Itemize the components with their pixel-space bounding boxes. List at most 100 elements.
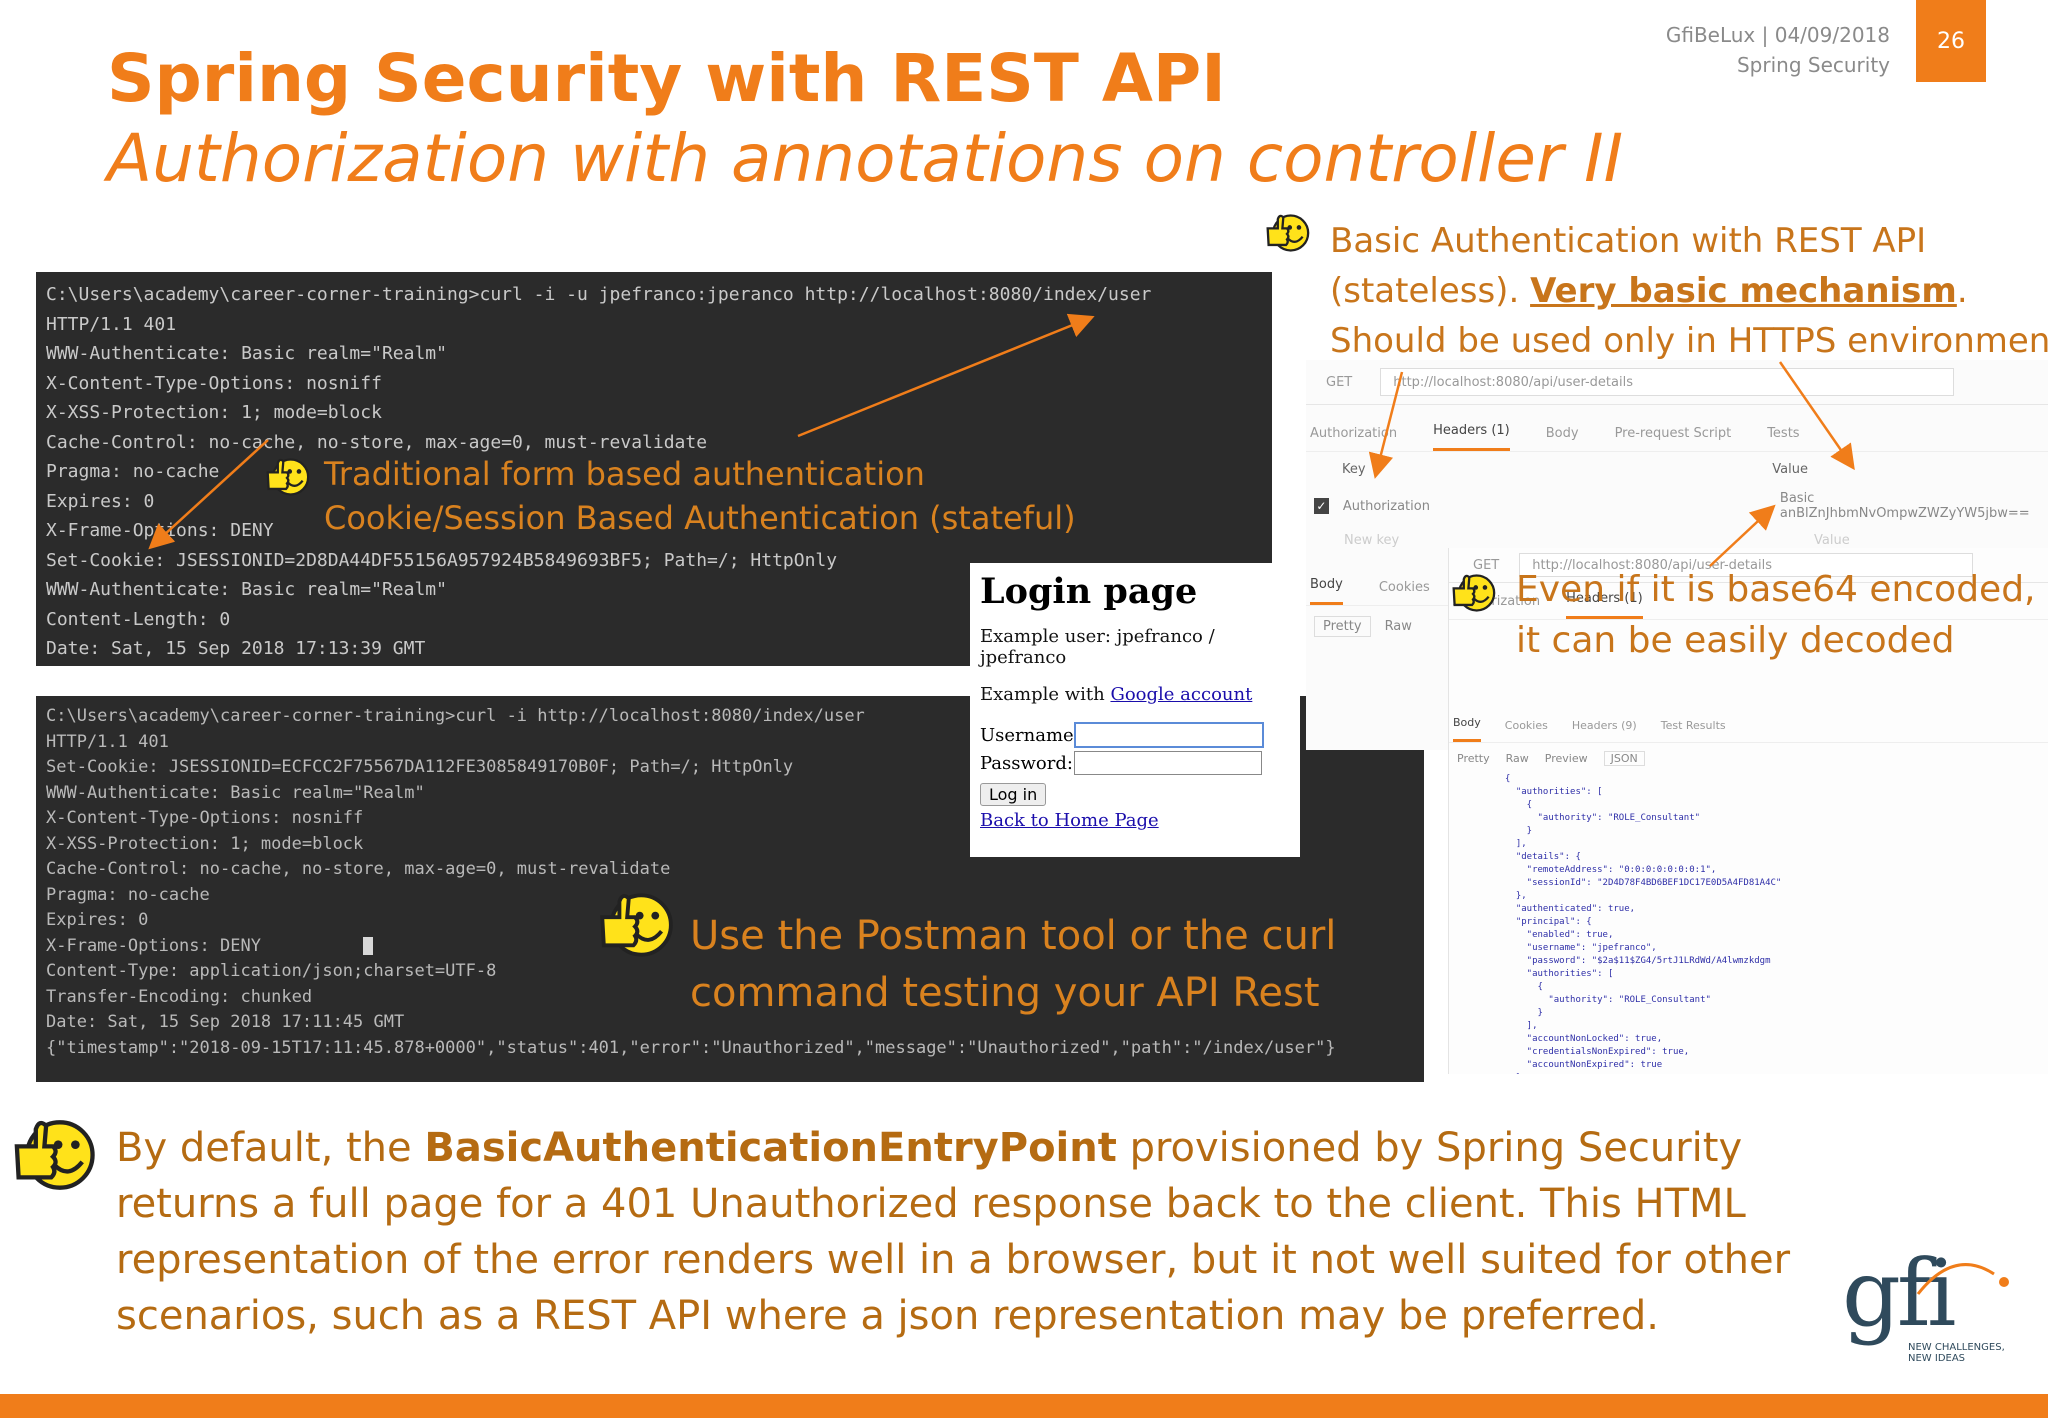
logo-mark: gfi (1842, 1240, 1956, 1347)
terminal-basic-auth: C:\Users\academy\career-corner-training>… (36, 272, 1272, 666)
tab-body[interactable]: Body (1545, 426, 1579, 441)
request-url-input[interactable]: http://localhost:8080/api/user-details (1380, 368, 1955, 396)
arrow-to-base64 (1709, 504, 1776, 567)
thumbs-up-smiley-icon (1266, 214, 1310, 252)
password-row: Password: (980, 749, 1290, 777)
json-line: "accountNonLocked": true, (1505, 1034, 1663, 1044)
response-json-body: { "authorities": [ { "authority": "ROLE_… (1449, 773, 2048, 1074)
note-emphasis: Very basic mechanism (1530, 271, 1957, 311)
terminal-line: Set-Cookie: JSESSIONID=ECFCC2F75567DA112… (46, 757, 794, 777)
log-in-button[interactable]: Log in (980, 783, 1047, 806)
terminal-text: X-Frame-Options: DENY (46, 935, 261, 956)
terminal-line: Expires: 0 (46, 490, 155, 512)
tab-headers[interactable]: Headers (1) (1566, 591, 1643, 619)
json-line: } (1505, 1008, 1543, 1018)
json-line: }, (1505, 1072, 2048, 1074)
username-label: Username: (980, 724, 1080, 746)
response-tab-body[interactable]: Body (1453, 716, 1481, 742)
back-to-home-link[interactable]: Back to Home Page (980, 810, 1159, 831)
bottom-text: By default, the (116, 1125, 425, 1171)
json-line: "authority": "ROLE_Consultant" (1505, 995, 1711, 1005)
view-pretty-button[interactable]: Pretty (1457, 751, 1490, 765)
json-line: { (1505, 774, 1511, 784)
note-text: (stateless). (1330, 271, 1531, 311)
terminal-line: X-XSS-Protection: 1; mode=block (46, 833, 364, 854)
http-method-select[interactable]: GET (1326, 374, 1353, 390)
footer-bar (0, 1394, 2048, 1418)
slide-subtitle: Authorization with annotations on contro… (107, 120, 1624, 197)
terminal-line: HTTP/1.1 401 (46, 313, 177, 335)
json-line: "principal": { (1505, 917, 1592, 927)
logo-tagline: NEW CHALLENGES, NEW IDEAS (1908, 1342, 2005, 1364)
tab-authorization[interactable]: Authorization (1310, 426, 1398, 441)
terminal-line: Set-Cookie: JSESSIONID=2D8DA44DF55156A95… (46, 549, 838, 571)
thumbs-up-smiley-icon (14, 1120, 95, 1190)
note-line: Should be used only in HTTPS environmen (1330, 321, 2048, 361)
response-tab-test-results[interactable]: Test Results (1660, 719, 1726, 732)
json-line: "authenticated": true, (1505, 904, 1636, 914)
thumbs-up-smiley-icon (266, 458, 310, 496)
note-line: Basic Authentication with REST API (1330, 221, 1927, 261)
tab-headers[interactable]: Headers (1) (1433, 423, 1510, 451)
response-tab-body[interactable]: Body (1310, 577, 1343, 605)
json-line: ], (1505, 1021, 1538, 1031)
meta-topic: Spring Security (1736, 53, 1890, 77)
note-basic-auth: Basic Authentication with REST API (stat… (1330, 216, 2048, 366)
note-line: Traditional form based authentication (324, 455, 925, 493)
password-label: Password: (980, 752, 1073, 774)
request-url-text: http://localhost:8080/api/user-details (1393, 374, 1633, 390)
response-tab-headers[interactable]: Headers (9) (1571, 719, 1637, 732)
request-url-input[interactable]: http://localhost:8080/api/user-details (1519, 553, 1974, 577)
tab-tests[interactable]: Tests (1767, 426, 1800, 441)
format-select[interactable]: JSON (1603, 750, 1645, 766)
terminal-line: Expires: 0 (46, 910, 149, 930)
json-line: ], (1505, 839, 1527, 849)
terminal-line: Pragma: no-cache (46, 461, 220, 482)
terminal-line: C:\Users\academy\career-corner-training>… (46, 284, 1152, 305)
password-input[interactable] (1074, 751, 1262, 775)
arrow-to-auth-key (1368, 371, 1404, 479)
terminal-line: X-XSS-Protection: 1; mode=block (46, 402, 382, 423)
arrow-to-auth-value (1778, 361, 1855, 471)
login-example-text: Example with (980, 684, 1111, 705)
tab-pre-request-script[interactable]: Pre-request Script (1614, 426, 1732, 441)
page-number: 26 (1916, 0, 1986, 82)
view-raw-button[interactable]: Raw (1505, 751, 1529, 765)
terminal-line: WWW-Authenticate: Basic realm="Realm" (46, 782, 425, 803)
terminal-line: Transfer-Encoding: chunked (46, 986, 313, 1007)
new-key-placeholder[interactable]: New key (1344, 532, 1400, 548)
terminal-line: C:\Users\academy\career-corner-training>… (46, 706, 865, 726)
response-tab-cookies[interactable]: Cookies (1504, 719, 1548, 732)
header-key[interactable]: Authorization (1342, 498, 1430, 514)
note-postman: Use the Postman tool or the curl command… (690, 908, 1336, 1022)
header-enabled-checkbox[interactable]: ✓ (1314, 498, 1329, 514)
view-preview-button[interactable]: Preview (1544, 751, 1588, 765)
http-method-select[interactable]: GET (1473, 557, 1500, 573)
login-heading: Login page (980, 571, 1198, 612)
terminal-line: Cache-Control: no-cache, no-store, max-a… (46, 859, 671, 879)
json-line: "password": "$2a$11$ZG4/5rtJ1LRdWd/A4lwm… (1505, 956, 1771, 966)
note-base64: Even if it is base64 encoded, it can be … (1516, 564, 2036, 666)
arrow-to-cookie (148, 439, 269, 550)
terminal-line: X-Content-Type-Options: nosniff (46, 372, 382, 394)
note-text: . (1956, 271, 1968, 311)
view-pretty-button[interactable]: Pretty (1314, 615, 1371, 637)
json-line: "authority": "ROLE_Consultant" (1505, 813, 1701, 823)
json-line: "accountNonExpired": true (1505, 1060, 1663, 1070)
view-raw-button[interactable]: Raw (1384, 618, 1412, 634)
arrow-to-url (797, 313, 1095, 438)
terminal-line: X-Frame-Options: DENY (46, 934, 1414, 960)
new-value-placeholder[interactable]: Value (1814, 532, 1850, 548)
json-line: "authorities": [ (1505, 969, 1614, 979)
json-line: "sessionId": "2D4D78F4BD6BEF1DC17E0D5A4F… (1505, 878, 1782, 888)
response-tab-cookies[interactable]: Cookies (1378, 580, 1430, 595)
json-line: "remoteAddress": "0:0:0:0:0:0:0:1", (1505, 865, 1717, 875)
header-value[interactable]: Basic anBlZnJhbmNvOmpwZWZyYW5jbw== (1779, 491, 2030, 521)
json-line: { (1505, 800, 1533, 810)
username-input[interactable] (1074, 722, 1264, 748)
json-line: }, (1505, 891, 1527, 901)
username-row: Username: (980, 721, 1290, 749)
note-line: (stateless). Very basic mechanism. (1330, 266, 2048, 316)
terminal-line: WWW-Authenticate: Basic realm="Realm" (46, 579, 447, 600)
google-account-link[interactable]: Google account (1110, 684, 1253, 705)
